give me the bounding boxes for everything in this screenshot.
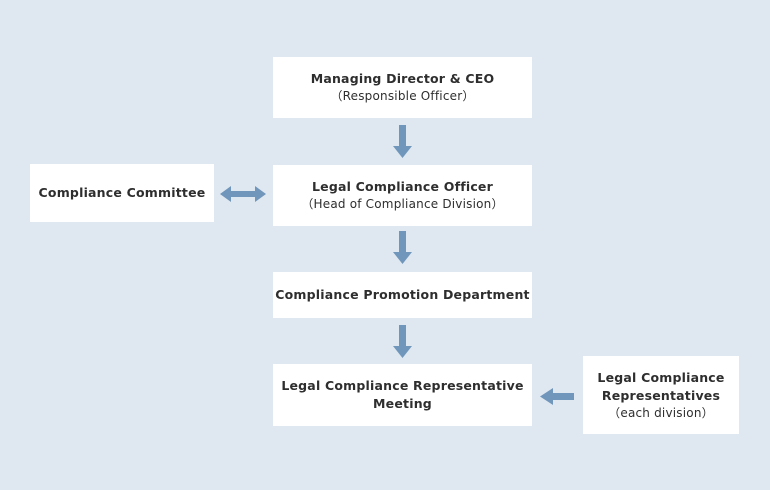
meeting-title-line1: Legal Compliance Representative — [281, 378, 524, 393]
representatives-subtitle: （each division） — [608, 405, 714, 420]
arrow-officer-to-department — [393, 231, 412, 264]
committee-title: Compliance Committee — [38, 185, 206, 200]
officer-title: Legal Compliance Officer — [312, 179, 493, 194]
box-legal-compliance-officer: Legal Compliance Officer （Head of Compli… — [273, 165, 532, 226]
ceo-subtitle: （Responsible Officer） — [330, 89, 475, 103]
box-managing-director-ceo: Managing Director & CEO （Responsible Off… — [273, 57, 532, 118]
officer-subtitle: （Head of Compliance Division） — [301, 197, 504, 211]
box-compliance-committee: Compliance Committee — [30, 164, 214, 222]
ceo-title: Managing Director & CEO — [310, 71, 495, 86]
arrow-committee-officer-bidirectional — [220, 186, 266, 202]
arrow-ceo-to-officer — [393, 125, 412, 158]
arrow-department-to-meeting — [393, 325, 412, 358]
box-legal-compliance-representatives: Legal Compliance Representatives （each d… — [583, 356, 739, 434]
representatives-title-line1: Legal Compliance — [597, 369, 725, 385]
representatives-title-line2: Representatives — [601, 387, 721, 403]
box-compliance-promotion-department: Compliance Promotion Department — [273, 272, 532, 318]
meeting-title-line2: Meeting — [373, 396, 432, 411]
arrow-representatives-to-meeting — [540, 388, 574, 405]
department-title: Compliance Promotion Department — [275, 287, 530, 302]
box-legal-compliance-representative-meeting: Legal Compliance Representative Meeting — [273, 364, 532, 426]
